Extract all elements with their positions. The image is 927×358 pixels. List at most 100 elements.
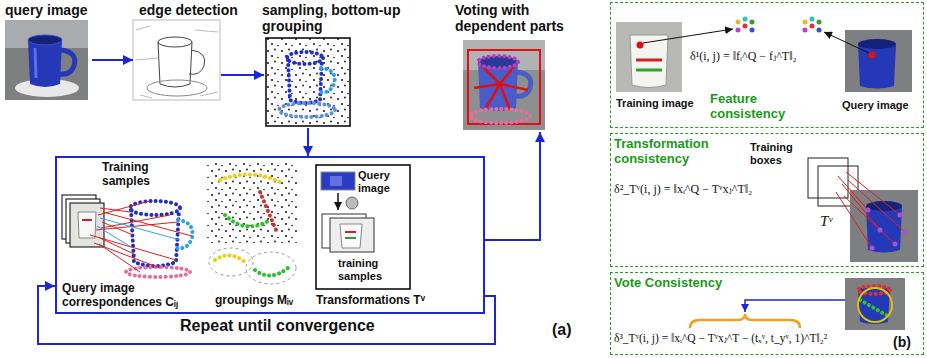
- sampled-points-part-part: [288, 60, 322, 103]
- panel-caption: Query image correspondences Cᵢⱼ: [62, 282, 212, 310]
- feature-sketch-part-part: [736, 28, 741, 33]
- correspondence-sketch: [62, 195, 192, 277]
- vote-consistency-sketch-part-part: [860, 300, 888, 316]
- feature-sketch-part: [736, 17, 755, 33]
- box-title: Vote Consistency: [614, 276, 722, 291]
- image-caption: Training image: [616, 97, 694, 110]
- transformation-consistency-sketch-part: [836, 172, 905, 248]
- feature-sketch-part: [643, 29, 733, 43]
- flow-arrow: [221, 74, 264, 76]
- grouping-sketch-part: [207, 163, 299, 243]
- query-photo-part: [59, 50, 75, 74]
- sampled-points-part-part: [287, 52, 323, 64]
- voting-photo: [463, 40, 545, 130]
- feature-sketch-part-part: [803, 20, 808, 25]
- iteration-loop-box: Repeat until convergenceTraining samples…: [55, 156, 485, 314]
- query-photo-part: [35, 48, 36, 78]
- correspondence-sketch-part-part: [130, 201, 180, 215]
- image-caption: Query image: [842, 99, 909, 112]
- edge-map-part: [133, 20, 220, 100]
- transformation-sketch-part: [346, 197, 358, 209]
- transformation-sketch-part: [316, 165, 410, 289]
- grouping-panel: groupings Mᵢᵥ: [203, 159, 303, 312]
- correspondence-sketch-part: [82, 219, 92, 221]
- edge-map-part: [135, 26, 218, 98]
- vote-consistency-sketch: [690, 278, 905, 330]
- panel-caption: Transformations Tᵛ: [316, 294, 425, 308]
- query-photo: [5, 20, 88, 100]
- feature-sketch-part: [803, 17, 822, 33]
- transformation-sketch: [316, 165, 410, 289]
- feature-sketch-part-part: [743, 24, 748, 29]
- transformation-consistency-sketch-part-part: [878, 228, 883, 233]
- panel-title: sampling, bottom-up grouping: [262, 2, 422, 34]
- transformation-consistency-sketch-part-part: [903, 230, 908, 235]
- transformation-consistency-sketch: [808, 158, 918, 262]
- panel-title: edge detection: [139, 2, 238, 18]
- grouping-sketch-part-part: [260, 192, 276, 230]
- query-photo-part: [5, 20, 88, 100]
- feature-sketch-part-part: [750, 20, 755, 25]
- voting-photo-part-part: [470, 109, 530, 123]
- grouping-sketch-part-part: [255, 268, 288, 276]
- transformation-panel: Query imagetraining samplesTransformatio…: [312, 159, 480, 312]
- feature-sketch-part-part: [817, 20, 822, 25]
- transformation-consistency-sketch-part: [808, 158, 848, 198]
- correspondence-sketch-part: [126, 201, 192, 277]
- image-caption: Training boxes: [750, 141, 804, 166]
- feature-consistency-box: Training imageFeature consistencyQuery i…: [610, 2, 924, 128]
- formula: δ³_Tᵛ(i, j) = ‖xᵢ^Q − Tᵛxⱼ^T − (tₓᵛ, t_y…: [614, 332, 827, 345]
- feature-sketch-part: [858, 39, 896, 49]
- query-image-panel: query image: [4, 2, 92, 102]
- feature-sketch-part-part: [803, 28, 808, 33]
- sampled-points: [266, 38, 350, 126]
- grouping-sketch-part: [215, 174, 288, 275]
- vote-consistency-sketch-part: [845, 278, 905, 330]
- flow-arrow: [307, 128, 309, 156]
- feature-sketch-part-part: [810, 24, 815, 29]
- sampled-points-part-part: [319, 68, 335, 92]
- transformation-sketch-part: [330, 218, 374, 252]
- edge-map: [133, 20, 220, 100]
- transformation-sketch-part: [337, 193, 339, 210]
- feature-sketch-part-part: [817, 28, 822, 33]
- feature-sketch-part-part: [743, 17, 748, 22]
- feature-sketch-part: [616, 22, 682, 92]
- vote-consistency-sketch-part: [858, 288, 892, 322]
- vote-consistency-sketch-part: [690, 314, 800, 328]
- feature-sketch-part-part: [810, 17, 815, 22]
- transformation-sketch-part: [340, 224, 362, 248]
- edge-map-part: [158, 37, 192, 47]
- voting-photo-part: [463, 40, 545, 130]
- feature-sketch-part: [824, 32, 869, 53]
- correspondence-sketch-part: [97, 218, 180, 247]
- box-title: Transformation consistency: [614, 137, 734, 167]
- edge-map-part: [147, 80, 207, 96]
- transformation-sketch-part: [345, 237, 356, 239]
- voting-panel: Voting with dependent parts: [455, 2, 550, 132]
- feature-sketch-part: [845, 30, 912, 92]
- panel-caption: Training samples: [102, 161, 174, 189]
- formula: δ¹(i, j) = ‖fᵢ^Q − fⱼ^T‖₂: [690, 50, 797, 64]
- feature-sketch: [616, 17, 912, 93]
- feature-sketch-part-part: [750, 28, 755, 33]
- formula: δ²_Tᵛ(i, j) = ‖xᵢ^Q − Tᵛxⱼ^T‖₂: [614, 183, 752, 197]
- grouping-sketch-part: [246, 252, 296, 284]
- feature-sketch-part: [630, 35, 668, 88]
- transformation-sketch-part: [321, 172, 355, 190]
- vote-consistency-box: Vote Consistency δ³_Tᵛ(i, j) = ‖xᵢ^Q − Tᵛ…: [610, 272, 924, 355]
- feature-sketch-part: [636, 69, 662, 72]
- transformation-consistency-sketch-part-part: [898, 213, 903, 218]
- grouping-sketch-part-part: [225, 215, 270, 226]
- flow-arrow: [485, 132, 540, 240]
- feature-sketch-part: [869, 52, 876, 59]
- grouping-sketch-part-part: [220, 174, 280, 182]
- voting-photo-part: [478, 56, 518, 68]
- loop-title: Repeat until convergence: [180, 317, 375, 335]
- query-photo-part: [5, 20, 88, 48]
- transformation-consistency-sketch-part-part: [893, 242, 898, 247]
- panel-letter: (a): [552, 321, 572, 339]
- correspondence-sketch-part: [78, 212, 96, 238]
- transformation-consistency-sketch-part-part: [870, 246, 875, 251]
- transformation-consistency-sketch-part: [866, 208, 908, 251]
